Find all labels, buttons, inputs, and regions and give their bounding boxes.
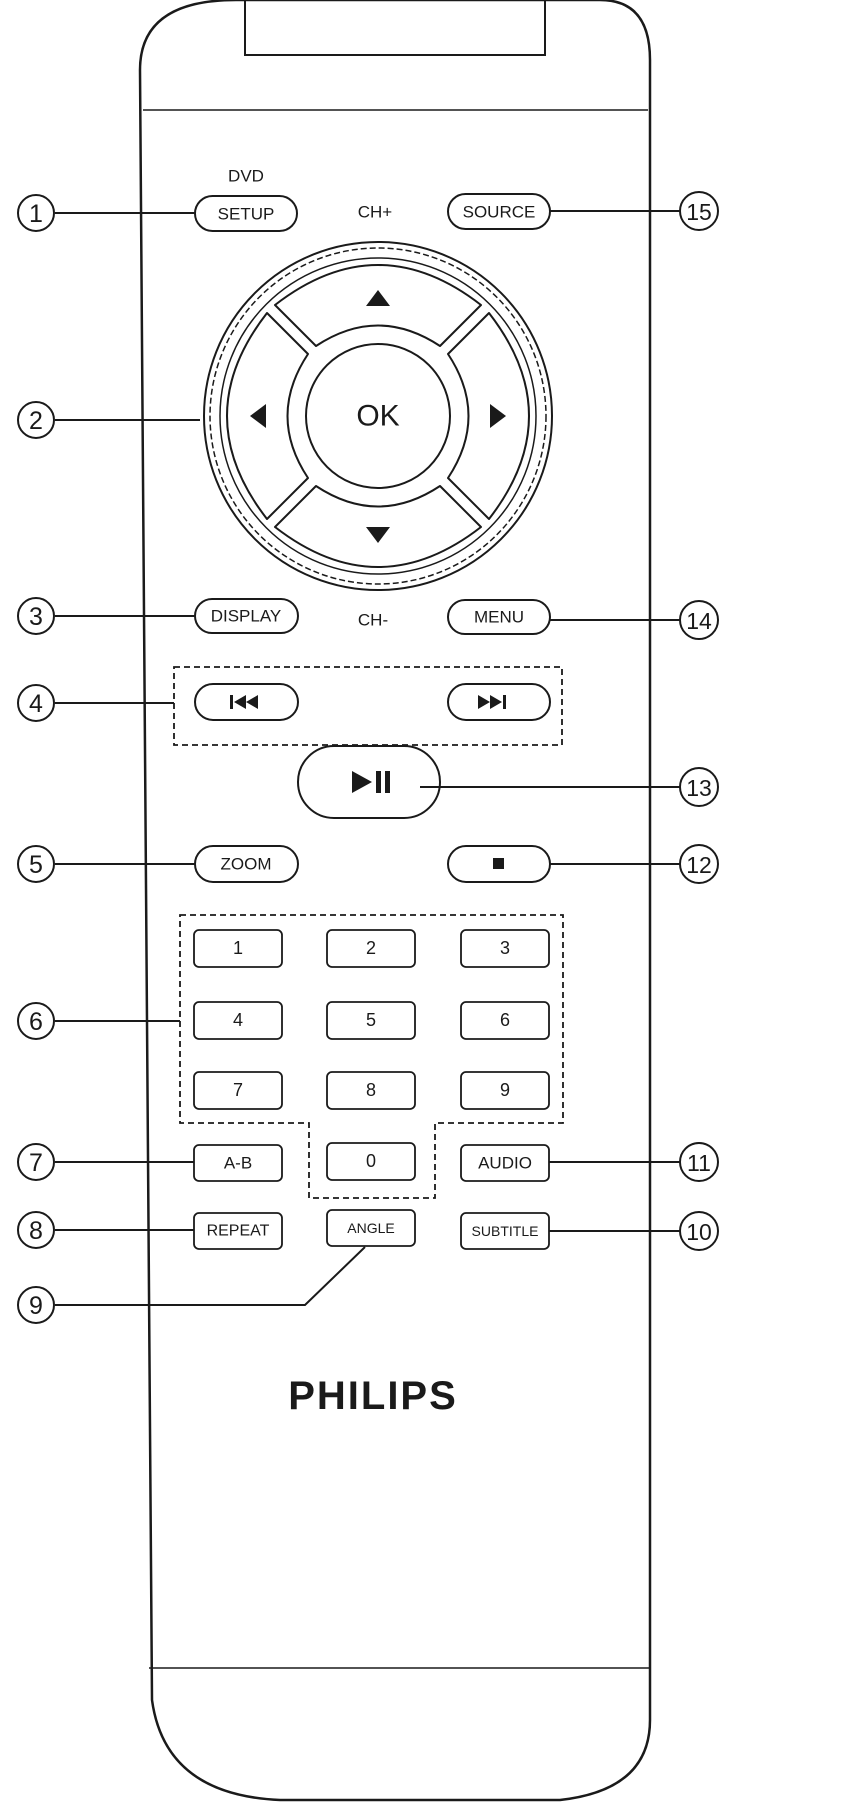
previous-button[interactable] xyxy=(194,683,299,721)
triangle-down-icon xyxy=(366,527,390,543)
svg-text:7: 7 xyxy=(29,1149,43,1177)
callout-13: 13 xyxy=(679,767,719,807)
svg-text:11: 11 xyxy=(687,1150,711,1176)
number-1-button[interactable]: 1 xyxy=(193,929,283,968)
svg-text:14: 14 xyxy=(686,608,712,634)
repeat-button[interactable]: REPEAT xyxy=(193,1212,283,1250)
display-button[interactable]: DISPLAY xyxy=(194,598,299,634)
svg-text:5: 5 xyxy=(29,851,43,879)
ok-button[interactable]: OK xyxy=(305,343,451,489)
callout-4: 4 xyxy=(17,684,55,722)
number-pad-outline xyxy=(179,914,564,1199)
leader-lines xyxy=(55,210,680,1306)
svg-text:6: 6 xyxy=(29,1008,43,1036)
number-2-label: 2 xyxy=(366,938,376,958)
menu-label: MENU xyxy=(474,608,524,627)
number-9-button[interactable]: 9 xyxy=(460,1071,550,1110)
ir-window xyxy=(244,0,546,56)
callout-1: 1 xyxy=(17,194,55,232)
number-2-button[interactable]: 2 xyxy=(326,929,416,968)
callout-11: 11 xyxy=(679,1142,719,1182)
number-3-button[interactable]: 3 xyxy=(460,929,550,968)
play-pause-icon xyxy=(352,771,390,793)
number-4-label: 4 xyxy=(233,1010,243,1030)
number-3-label: 3 xyxy=(500,938,510,958)
callout-9: 9 xyxy=(17,1286,55,1324)
previous-track-icon xyxy=(230,695,258,709)
number-5-button[interactable]: 5 xyxy=(326,1001,416,1040)
svg-text:9: 9 xyxy=(29,1292,43,1320)
next-track-icon xyxy=(478,695,506,709)
svg-text:8: 8 xyxy=(29,1217,43,1245)
setup-button[interactable]: SETUP xyxy=(194,195,298,232)
callout-10: 10 xyxy=(679,1211,719,1251)
display-label: DISPLAY xyxy=(211,607,282,626)
number-6-button[interactable]: 6 xyxy=(460,1001,550,1040)
source-label: SOURCE xyxy=(463,203,536,222)
callout-15: 15 xyxy=(679,191,719,231)
triangle-up-icon xyxy=(366,290,390,306)
subtitle-label: SUBTITLE xyxy=(472,1223,539,1239)
ch-plus-label: CH+ xyxy=(358,203,393,222)
svg-text:2: 2 xyxy=(29,407,43,435)
svg-text:15: 15 xyxy=(686,199,712,225)
svg-text:10: 10 xyxy=(686,1219,712,1245)
repeat-label: REPEAT xyxy=(207,1223,270,1240)
zoom-button[interactable]: ZOOM xyxy=(194,845,299,883)
svg-text:1: 1 xyxy=(29,200,43,228)
audio-button[interactable]: AUDIO xyxy=(460,1144,550,1182)
callout-2: 2 xyxy=(17,401,55,439)
number-1-label: 1 xyxy=(233,938,243,958)
subtitle-button[interactable]: SUBTITLE xyxy=(460,1212,550,1250)
next-button[interactable] xyxy=(447,683,551,721)
number-6-label: 6 xyxy=(500,1010,510,1030)
nav-down-button[interactable] xyxy=(274,485,482,568)
stop-button[interactable] xyxy=(447,845,551,883)
callout-14: 14 xyxy=(679,600,719,640)
number-5-label: 5 xyxy=(366,1010,376,1030)
callout-7: 7 xyxy=(17,1143,55,1181)
setup-label: SETUP xyxy=(218,205,275,224)
nav-up-button[interactable] xyxy=(274,264,482,347)
svg-text:4: 4 xyxy=(29,690,43,718)
svg-text:3: 3 xyxy=(29,603,43,631)
ab-button[interactable]: A-B xyxy=(193,1144,283,1182)
triangle-left-icon xyxy=(250,404,266,428)
number-8-label: 8 xyxy=(366,1080,376,1100)
number-7-button[interactable]: 7 xyxy=(193,1071,283,1110)
source-button[interactable]: SOURCE xyxy=(447,193,551,230)
callout-3: 3 xyxy=(17,597,55,635)
ok-label: OK xyxy=(356,400,399,433)
triangle-right-icon xyxy=(490,404,506,428)
play-pause-button[interactable] xyxy=(297,745,441,819)
menu-button[interactable]: MENU xyxy=(447,599,551,635)
nav-right-button[interactable] xyxy=(447,312,530,520)
number-0-button[interactable]: 0 xyxy=(326,1142,416,1181)
angle-label: ANGLE xyxy=(347,1220,394,1236)
number-4-button[interactable]: 4 xyxy=(193,1001,283,1040)
svg-text:12: 12 xyxy=(686,852,712,878)
dvd-label: DVD xyxy=(228,167,264,186)
callout-5: 5 xyxy=(17,845,55,883)
callout-12: 12 xyxy=(679,844,719,884)
ab-label: A-B xyxy=(224,1154,252,1173)
brand-logo: PHILIPS xyxy=(288,1374,458,1418)
number-8-button[interactable]: 8 xyxy=(326,1071,416,1110)
svg-text:13: 13 xyxy=(686,775,712,801)
callout-8: 8 xyxy=(17,1211,55,1249)
number-7-label: 7 xyxy=(233,1080,243,1100)
angle-button[interactable]: ANGLE xyxy=(326,1209,416,1247)
ch-minus-label: CH- xyxy=(358,611,388,630)
zoom-label: ZOOM xyxy=(221,855,272,874)
number-9-label: 9 xyxy=(500,1080,510,1100)
callout-6: 6 xyxy=(17,1002,55,1040)
stop-icon xyxy=(493,858,504,869)
audio-label: AUDIO xyxy=(478,1154,532,1173)
number-0-label: 0 xyxy=(366,1151,376,1171)
nav-left-button[interactable] xyxy=(226,312,309,520)
